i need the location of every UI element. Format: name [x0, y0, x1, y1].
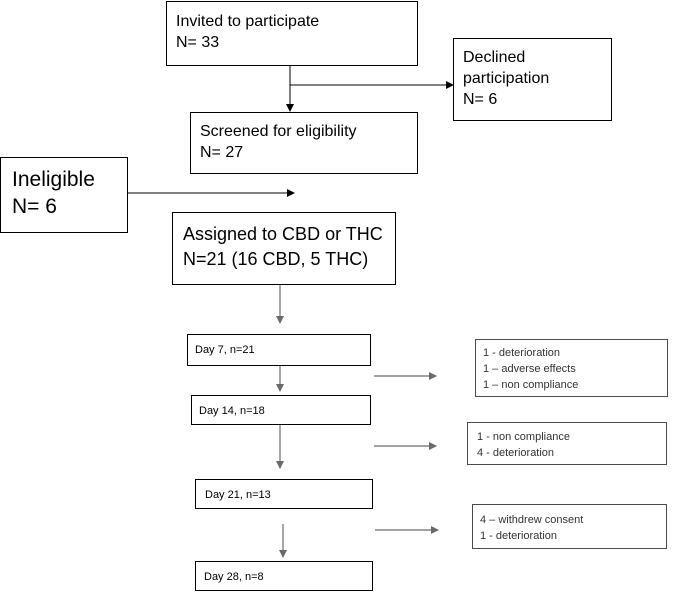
dropout-1-line-2: 1 – adverse effects [483, 363, 576, 375]
day28-label: Day 28, n=8 [204, 571, 264, 583]
declined-box: Declined participation N= 6 [453, 38, 612, 121]
ineligible-box: Ineligible N= 6 [0, 157, 128, 233]
assigned-box: Assigned to CBD or THC N=21 (16 CBD, 5 T… [172, 212, 396, 285]
day7-label: Day 7, n=21 [195, 344, 255, 356]
day7-box: Day 7, n=21 [187, 334, 371, 366]
dropout-1-line-3: 1 – non compliance [483, 379, 579, 391]
declined-count: N= 6 [463, 91, 498, 108]
dropout-3-line-1: 4 – withdrew consent [480, 514, 584, 526]
ineligible-count: N= 6 [12, 195, 57, 218]
assigned-count: N=21 (16 CBD, 5 THC) [183, 249, 369, 269]
dropout-2-line-1: 1 - non compliance [477, 431, 570, 443]
dropout-2-line-2: 4 - deterioration [477, 447, 555, 459]
screened-box: Screened for eligibility N= 27 [190, 112, 418, 174]
invited-label: Invited to participate [176, 13, 320, 30]
dropout-box-2: 1 - non compliance 4 - deterioration [467, 422, 667, 465]
dropout-box-1: 1 - deterioration 1 – adverse effects 1 … [475, 339, 668, 397]
screened-label: Screened for eligibility [200, 123, 357, 140]
assigned-label: Assigned to CBD or THC [183, 224, 383, 244]
dropout-box-3: 4 – withdrew consent 1 - deterioration [472, 504, 667, 549]
ineligible-label: Ineligible [12, 168, 95, 191]
invited-box: Invited to participate N= 33 [166, 1, 418, 66]
dropout-1-line-1: 1 - deterioration [483, 347, 561, 359]
declined-label: Declined [463, 49, 526, 66]
invited-count: N= 33 [176, 34, 220, 51]
dropout-3-line-2: 1 - deterioration [480, 530, 558, 542]
day14-label: Day 14, n=18 [199, 405, 265, 417]
day21-box: Day 21, n=13 [195, 479, 373, 509]
day21-label: Day 21, n=13 [205, 489, 271, 501]
screened-count: N= 27 [200, 144, 244, 161]
day28-box: Day 28, n=8 [195, 561, 373, 591]
day14-box: Day 14, n=18 [191, 395, 371, 425]
declined-label-2: participation [463, 70, 550, 87]
